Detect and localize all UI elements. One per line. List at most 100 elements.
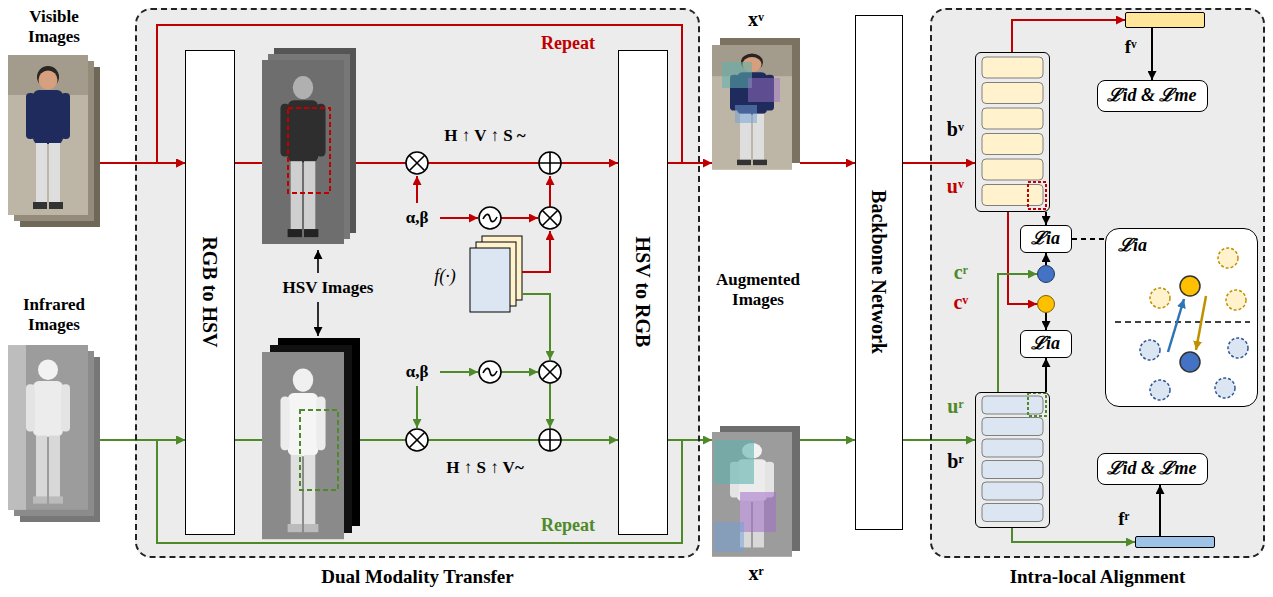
person-photo — [33, 202, 47, 209]
operator-symbol — [539, 429, 561, 451]
augment-patch — [735, 105, 757, 123]
augment-patch — [714, 440, 754, 484]
person-photo — [39, 71, 58, 90]
text-holder: xʳ — [712, 560, 800, 586]
edge-label: Repeat — [541, 515, 595, 536]
connector — [1012, 20, 1125, 52]
person-photo — [8, 55, 88, 95]
connector — [1072, 238, 1105, 240]
node-text: bᵛ — [947, 118, 964, 141]
operator-wire — [522, 294, 550, 360]
text-holder: xᵛ — [712, 6, 800, 32]
node-text: ℒia — [1031, 333, 1060, 354]
sample-circle — [1226, 290, 1246, 310]
text-holder: HSV to RGB — [627, 51, 657, 533]
text-holder: Visible Images — [4, 5, 104, 49]
node-text: ℒia — [1031, 228, 1060, 249]
text-holder: bʳ — [941, 449, 969, 473]
feature-cell — [982, 482, 1043, 500]
text-holder: ℒid & ℒme — [1098, 81, 1206, 110]
person-photo — [712, 432, 792, 557]
person-photo — [316, 104, 325, 157]
text-holder: α,β — [396, 361, 438, 383]
feature-cell — [982, 439, 1043, 457]
person-photo — [33, 90, 63, 144]
operator-symbol — [406, 152, 561, 451]
text-holder: f(·) — [424, 264, 466, 288]
image-stack: xᵛ — [712, 38, 800, 170]
pull-arrow — [1168, 299, 1184, 352]
node-text: Visible Images — [4, 7, 104, 46]
text-holder: Dual Modality Transfer — [135, 564, 700, 590]
connector — [1159, 485, 1161, 536]
node-text: uʳ — [947, 395, 963, 418]
function-stack-shape — [470, 248, 510, 312]
text-holder: bᵛ — [941, 117, 969, 141]
operator-wire — [549, 176, 551, 207]
person-photo — [291, 161, 302, 230]
text-holder: HSV Images — [278, 277, 378, 299]
person-photo — [712, 432, 792, 557]
text-holder: ℒia — [1110, 233, 1154, 257]
feature-cell — [982, 57, 1043, 78]
connector — [668, 439, 712, 441]
node-text: ℒia — [1118, 235, 1147, 256]
sample-circle — [1215, 378, 1235, 398]
person-photo — [293, 76, 314, 99]
operator-wire — [416, 386, 418, 428]
person-photo — [8, 345, 88, 510]
annotation-label: α,β — [406, 362, 429, 382]
sample-circle — [1228, 338, 1248, 358]
augment-patch — [722, 62, 780, 123]
person-photo — [753, 160, 767, 165]
connector — [800, 439, 855, 441]
text-holder: ℒia — [1021, 226, 1070, 251]
process-box: RGB to HSV — [185, 50, 235, 535]
person-photo — [304, 524, 318, 532]
text-holder: α,β — [396, 207, 438, 229]
patch-outline — [300, 410, 338, 490]
feature-cell — [982, 159, 1043, 180]
sample-circle — [1140, 340, 1160, 360]
person-photo — [49, 202, 63, 209]
text-holder: ℒia — [1021, 331, 1070, 356]
feature-cell — [982, 134, 1043, 155]
panel-ground — [930, 8, 1265, 558]
node-text: Intra-local Alignment — [1010, 566, 1186, 588]
feature-cell — [982, 396, 1043, 522]
operator-symbol — [539, 361, 561, 383]
feature-cell — [982, 396, 1043, 414]
sample-circle — [1218, 248, 1238, 268]
sample-circle — [1140, 248, 1248, 400]
annotation-label: HSV Images — [283, 278, 374, 298]
feature-cell — [982, 418, 1043, 436]
node-text: cᵛ — [953, 291, 968, 314]
person-photo — [61, 93, 70, 139]
feature-cell — [982, 57, 1043, 206]
person-photo — [280, 396, 289, 450]
operator-symbol — [406, 429, 428, 451]
node-text: Backbone Network — [867, 190, 890, 354]
edge-label: Repeat — [541, 33, 595, 54]
person-photo — [288, 393, 319, 456]
text-holder: Repeat — [528, 513, 608, 537]
person-photo — [49, 143, 60, 203]
patch-outline — [288, 108, 330, 193]
node-text: ℒid & ℒme — [1107, 458, 1196, 479]
feature-cell — [982, 504, 1043, 522]
boundary-line — [1115, 321, 1250, 323]
person-photo — [26, 93, 35, 139]
feature-cell — [982, 108, 1043, 129]
operator-symbol — [539, 207, 561, 229]
operator-wire — [417, 294, 550, 428]
text-holder: Intra-local Alignment — [930, 564, 1265, 590]
text-holder: Augmented Images — [708, 268, 808, 312]
connector — [157, 25, 682, 163]
node-text: Infrared Images — [4, 295, 104, 334]
person-photo — [8, 345, 26, 510]
augment-patch — [740, 492, 776, 532]
pull-arrow — [1196, 296, 1206, 350]
person-photo — [8, 55, 88, 215]
text-holder: fᵛ — [1118, 36, 1144, 58]
annotation-label: Augmented Images — [708, 270, 808, 309]
